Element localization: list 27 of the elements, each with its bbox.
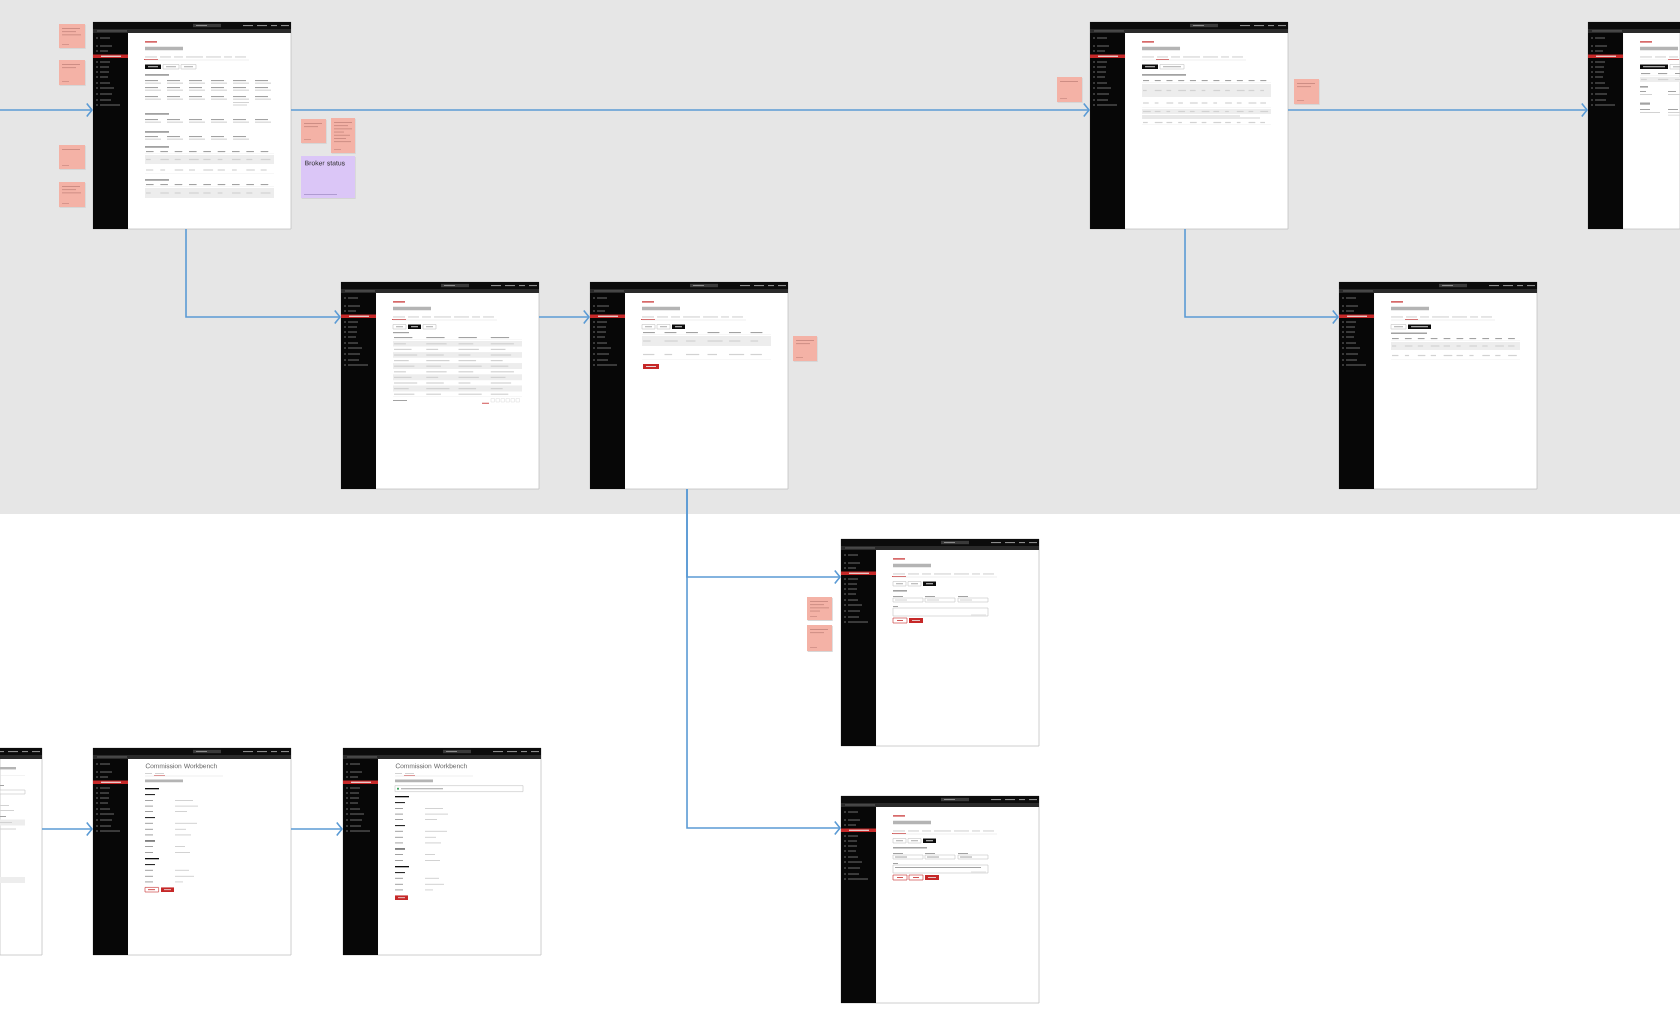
sticky-note xyxy=(301,119,327,144)
sticky-note xyxy=(807,625,833,652)
arrow xyxy=(41,821,93,837)
sticky-note xyxy=(59,24,86,49)
screen-mockup xyxy=(840,795,1040,1004)
arrow xyxy=(290,821,343,837)
sticky-note xyxy=(1057,77,1083,103)
arrow xyxy=(1287,102,1589,118)
arrow xyxy=(686,488,841,836)
screen-mockup xyxy=(840,538,1040,747)
arrow xyxy=(290,102,1090,118)
sticky-note xyxy=(59,60,86,86)
sticky-note xyxy=(59,145,86,170)
screen-mockup xyxy=(589,281,789,490)
sticky-note xyxy=(59,182,86,208)
sticky-note xyxy=(807,597,833,621)
arrow xyxy=(0,102,93,118)
sticky-note xyxy=(793,336,818,362)
sticky-note xyxy=(331,118,356,154)
screen-mockup xyxy=(1587,21,1680,230)
arrow xyxy=(1184,228,1339,325)
screen-mockup xyxy=(1338,281,1538,490)
arrow xyxy=(185,228,341,325)
screen-mockup xyxy=(1089,21,1289,230)
screen-mockup xyxy=(0,747,43,956)
sticky-note xyxy=(1294,79,1320,105)
arrow xyxy=(538,309,590,325)
